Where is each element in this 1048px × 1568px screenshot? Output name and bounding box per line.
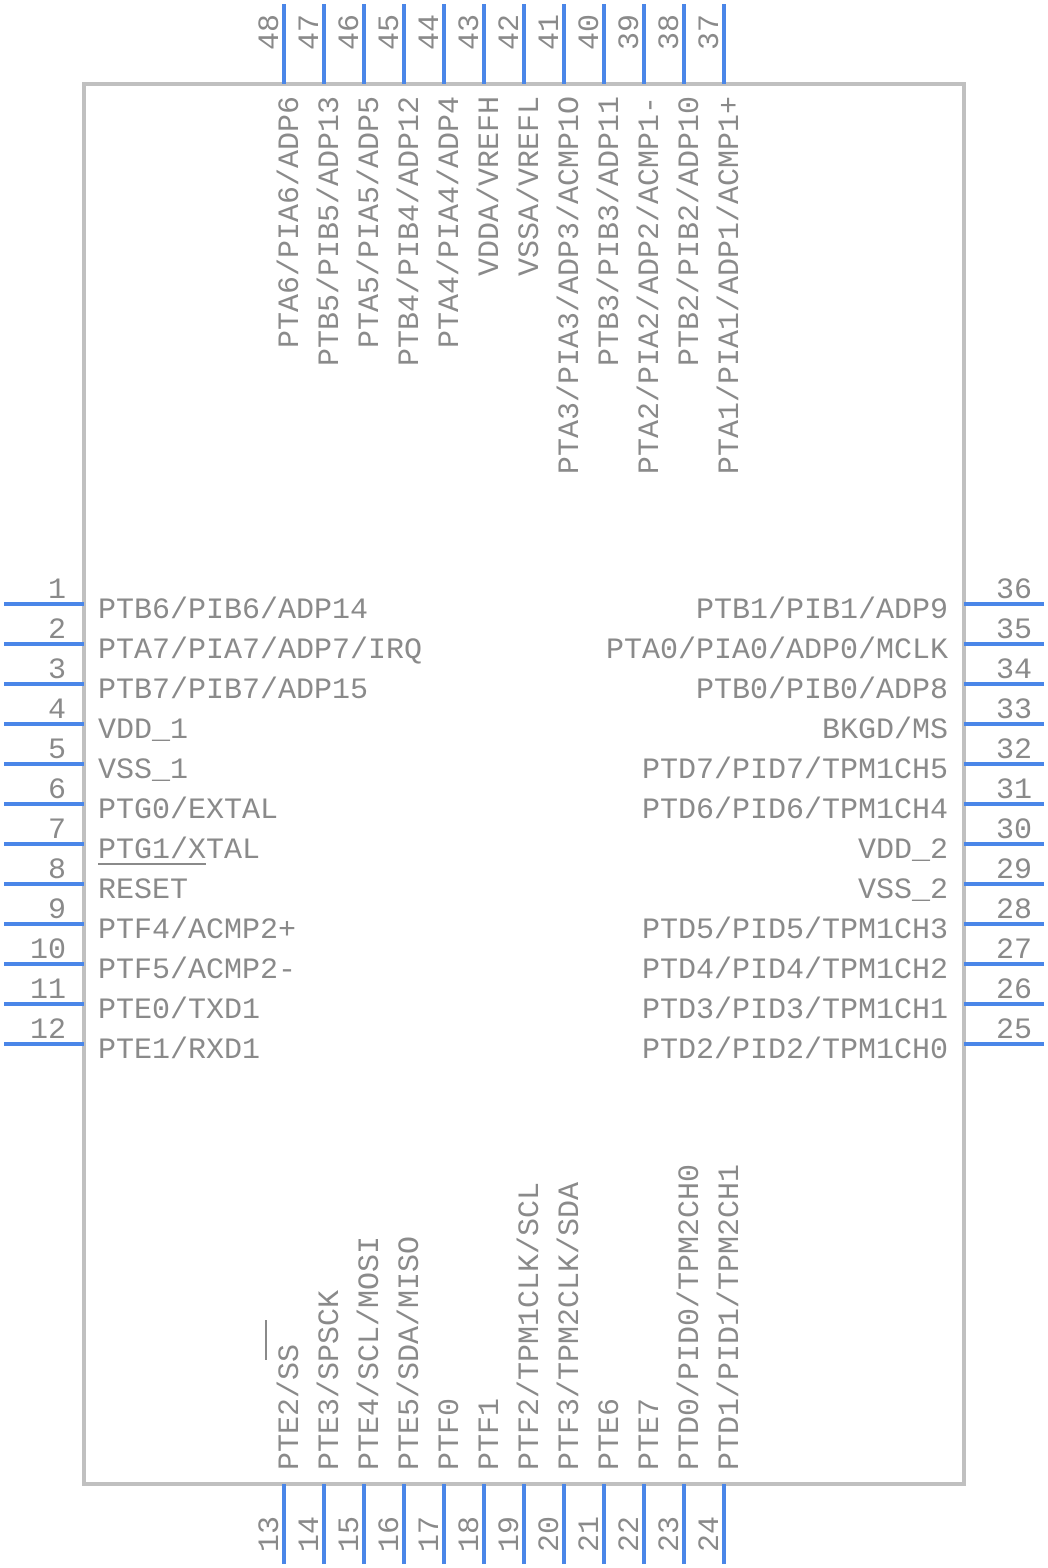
pin-number-6: 6 [48,774,66,808]
pin-number-36: 36 [996,574,1032,608]
pin-number-25: 25 [996,1014,1032,1048]
pin-label-9: PTF4/ACMP2+ [98,914,296,948]
pin-number-39: 39 [614,14,648,50]
pin-label-17: PTF0 [434,1398,468,1470]
pin-label-23: PTD0/PID0/TPM2CH0 [674,1164,708,1470]
ic-body-outline [82,82,966,1486]
pin-number-21: 21 [574,1516,608,1552]
pin-label-28: PTD5/PID5/TPM1CH3 [642,914,948,948]
pin-number-1: 1 [48,574,66,608]
pin-number-22: 22 [614,1516,648,1552]
pin-label-27: PTD4/PID4/TPM1CH2 [642,954,948,988]
pin-label-38: PTB2/PIB2/ADP10 [674,96,708,366]
pin-number-3: 3 [48,654,66,688]
pin-number-8: 8 [48,854,66,888]
pin-number-32: 32 [996,734,1032,768]
pin-number-45: 45 [374,14,408,50]
pin-number-28: 28 [996,894,1032,928]
pin-number-26: 26 [996,974,1032,1008]
pin-number-30: 30 [996,814,1032,848]
pin-label-12: PTE1/RXD1 [98,1034,260,1068]
pin-label-39: PTA2/PIA2/ADP2/ACMP1- [634,96,668,474]
pin-number-2: 2 [48,614,66,648]
pin-number-20: 20 [534,1516,568,1552]
pin-label-13: PTE2/SS [274,1344,308,1470]
pin-number-12: 12 [30,1014,66,1048]
pin-label-41: PTA3/PIA3/ADP3/ACMP1O [554,96,588,474]
pin-number-15: 15 [334,1516,368,1552]
pin-label-47: PTB5/PIB5/ADP13 [314,96,348,366]
pin-label-37: PTA1/PIA1/ADP1/ACMP1+ [714,96,748,474]
pin-label-1: PTB6/PIB6/ADP14 [98,594,368,628]
pin-number-46: 46 [334,14,368,50]
pin-number-48: 48 [254,14,288,50]
pin-label-3: PTB7/PIB7/ADP15 [98,674,368,708]
pin-number-11: 11 [30,974,66,1008]
pin-number-10: 10 [30,934,66,968]
pin-label-30: VDD_2 [858,834,948,868]
pin-label-21: PTE6 [594,1398,628,1470]
pin-number-18: 18 [454,1516,488,1552]
pin-number-40: 40 [574,14,608,50]
pin-label-22: PTE7 [634,1398,668,1470]
pin-number-4: 4 [48,694,66,728]
pin-label-20: PTF3/TPM2CLK/SDA [554,1182,588,1470]
pin-label-18: PTF1 [474,1398,508,1470]
pin-number-23: 23 [654,1516,688,1552]
pin-number-42: 42 [494,14,528,50]
pin-number-27: 27 [996,934,1032,968]
pin-label-31: PTD6/PID6/TPM1CH4 [642,794,948,828]
pin-label-15: PTE4/SCL/MOSI [354,1236,388,1470]
pin-label-10: PTF5/ACMP2- [98,954,296,988]
pin-number-14: 14 [294,1516,328,1552]
pin-number-34: 34 [996,654,1032,688]
pin-number-31: 31 [996,774,1032,808]
pin-label-11: PTE0/TXD1 [98,994,260,1028]
pin-label-34: PTB0/PIB0/ADP8 [696,674,948,708]
pin-label-40: PTB3/PIB3/ADP11 [594,96,628,366]
pin-number-5: 5 [48,734,66,768]
pin-label-36: PTB1/PIB1/ADP9 [696,594,948,628]
pin-label-16: PTE5/SDA/MISO [394,1236,428,1470]
pin-number-35: 35 [996,614,1032,648]
pin-label-43: VDDA/VREFH [474,96,508,276]
pin-number-16: 16 [374,1516,408,1552]
pin-number-13: 13 [254,1516,288,1552]
pin-number-44: 44 [414,14,448,50]
pin-number-29: 29 [996,854,1032,888]
pin-number-19: 19 [494,1516,528,1552]
pin-label-44: PTA4/PIA4/ADP4 [434,96,468,348]
pin-number-37: 37 [694,14,728,50]
pin-label-7: PTG1/XTAL [98,834,260,868]
pin-label-29: VSS_2 [858,874,948,908]
pin-number-9: 9 [48,894,66,928]
pin-number-33: 33 [996,694,1032,728]
pin-number-38: 38 [654,14,688,50]
pin-label-26: PTD3/PID3/TPM1CH1 [642,994,948,1028]
pin-label-32: PTD7/PID7/TPM1CH5 [642,754,948,788]
pin-label-8: RESET [98,874,188,908]
pin-number-43: 43 [454,14,488,50]
pin-label-5: VSS_1 [98,754,188,788]
pin-number-24: 24 [694,1516,728,1552]
pin-number-47: 47 [294,14,328,50]
pin-label-2: PTA7/PIA7/ADP7/IRQ [98,634,422,668]
pin-label-45: PTB4/PIB4/ADP12 [394,96,428,366]
pin-number-41: 41 [534,14,568,50]
pin-number-17: 17 [414,1516,448,1552]
pin-label-48: PTA6/PIA6/ADP6 [274,96,308,348]
pin-label-25: PTD2/PID2/TPM1CH0 [642,1034,948,1068]
pin-label-24: PTD1/PID1/TPM2CH1 [714,1164,748,1470]
pin-label-19: PTF2/TPM1CLK/SCL [514,1182,548,1470]
pin-label-46: PTA5/PIA5/ADP5 [354,96,388,348]
pin-label-14: PTE3/SPSCK [314,1290,348,1470]
pin-label-4: VDD_1 [98,714,188,748]
pin-label-35: PTA0/PIA0/ADP0/MCLK [606,634,948,668]
pin-label-42: VSSA/VREFL [514,96,548,276]
pin-label-6: PTG0/EXTAL [98,794,278,828]
pin-label-33: BKGD/MS [822,714,948,748]
pin-number-7: 7 [48,814,66,848]
